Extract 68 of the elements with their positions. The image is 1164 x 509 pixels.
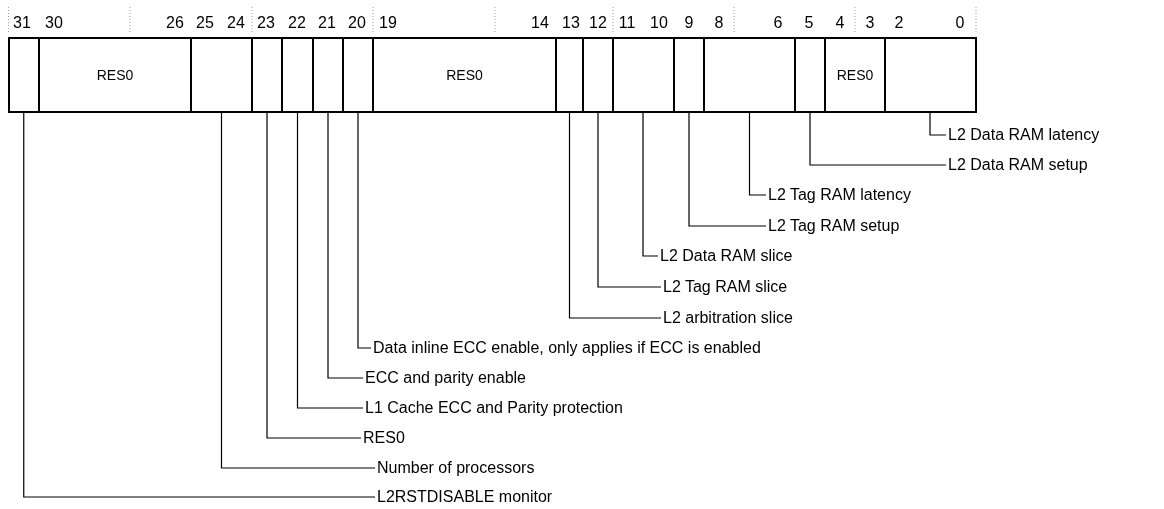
bit-field bbox=[190, 37, 253, 113]
bit-number: 26 bbox=[166, 13, 184, 33]
leader-line bbox=[688, 112, 767, 227]
leader-line bbox=[23, 112, 376, 498]
field-description: Number of processors bbox=[377, 458, 535, 478]
field-label: RES0 bbox=[446, 67, 483, 83]
bit-field bbox=[582, 37, 614, 113]
bit-number: 2 bbox=[894, 13, 904, 33]
leader-line bbox=[748, 112, 767, 196]
leader-line bbox=[568, 112, 662, 319]
bit-field bbox=[281, 37, 314, 113]
bit-number: 19 bbox=[379, 13, 397, 33]
leader-line bbox=[642, 112, 659, 257]
field-description: RES0 bbox=[363, 428, 405, 448]
bit-number: 3 bbox=[865, 13, 875, 33]
field-description: L2 Tag RAM latency bbox=[768, 185, 911, 205]
bit-field bbox=[794, 37, 826, 113]
field-description: ECC and parity enable bbox=[365, 368, 526, 388]
bit-field bbox=[703, 37, 796, 113]
bit-field bbox=[824, 37, 886, 113]
bit-number: 24 bbox=[227, 13, 245, 33]
field-label: RES0 bbox=[96, 67, 134, 83]
leader-line bbox=[296, 112, 364, 409]
bit-field bbox=[342, 37, 374, 113]
bit-field bbox=[372, 37, 557, 113]
bit-number: 31 bbox=[13, 13, 31, 33]
leader-line bbox=[327, 112, 364, 379]
leader-line bbox=[929, 112, 947, 136]
bit-number: 0 bbox=[955, 13, 965, 33]
bit-number: 21 bbox=[318, 13, 336, 33]
bit-number: 10 bbox=[650, 13, 668, 33]
bit-field bbox=[673, 37, 705, 113]
leader-line bbox=[220, 112, 376, 469]
bit-number: 13 bbox=[562, 13, 580, 33]
field-label: RES0 bbox=[836, 67, 874, 83]
bit-number: 5 bbox=[804, 13, 814, 33]
bit-number: 20 bbox=[348, 13, 366, 33]
field-description: L2 arbitration slice bbox=[663, 308, 793, 328]
bit-field bbox=[7, 37, 40, 113]
bit-field bbox=[612, 37, 675, 113]
leader-line bbox=[357, 112, 372, 349]
bit-number: 11 bbox=[618, 13, 636, 33]
field-description: L2 Tag RAM slice bbox=[663, 277, 788, 297]
bit-number: 14 bbox=[531, 13, 549, 33]
field-description: L2 Tag RAM setup bbox=[768, 216, 900, 236]
leader-line bbox=[266, 112, 362, 439]
bit-number: 30 bbox=[45, 13, 63, 33]
bit-number: 6 bbox=[773, 13, 783, 33]
field-description: L2 Data RAM latency bbox=[948, 125, 1100, 145]
field-description: L2 Data RAM slice bbox=[660, 246, 793, 266]
field-description: L2 Data RAM setup bbox=[948, 155, 1088, 175]
bit-number: 4 bbox=[835, 13, 845, 33]
field-description: L2RSTDISABLE monitor bbox=[377, 487, 553, 507]
bit-field bbox=[251, 37, 283, 113]
bit-field bbox=[555, 37, 584, 113]
field-description: L1 Cache ECC and Parity protection bbox=[365, 398, 623, 418]
bit-field bbox=[312, 37, 344, 113]
bit-number: 25 bbox=[196, 13, 214, 33]
leader-line bbox=[809, 112, 947, 166]
bit-field bbox=[38, 37, 192, 113]
bit-number: 9 bbox=[684, 13, 694, 33]
bit-number: 22 bbox=[288, 13, 306, 33]
bit-field bbox=[884, 37, 977, 113]
bit-number: 23 bbox=[257, 13, 275, 33]
leader-line bbox=[597, 112, 662, 288]
bit-number: 8 bbox=[714, 13, 724, 33]
field-description: Data inline ECC enable, only applies if ECC is enabled bbox=[373, 338, 761, 358]
bit-number: 12 bbox=[589, 13, 607, 33]
